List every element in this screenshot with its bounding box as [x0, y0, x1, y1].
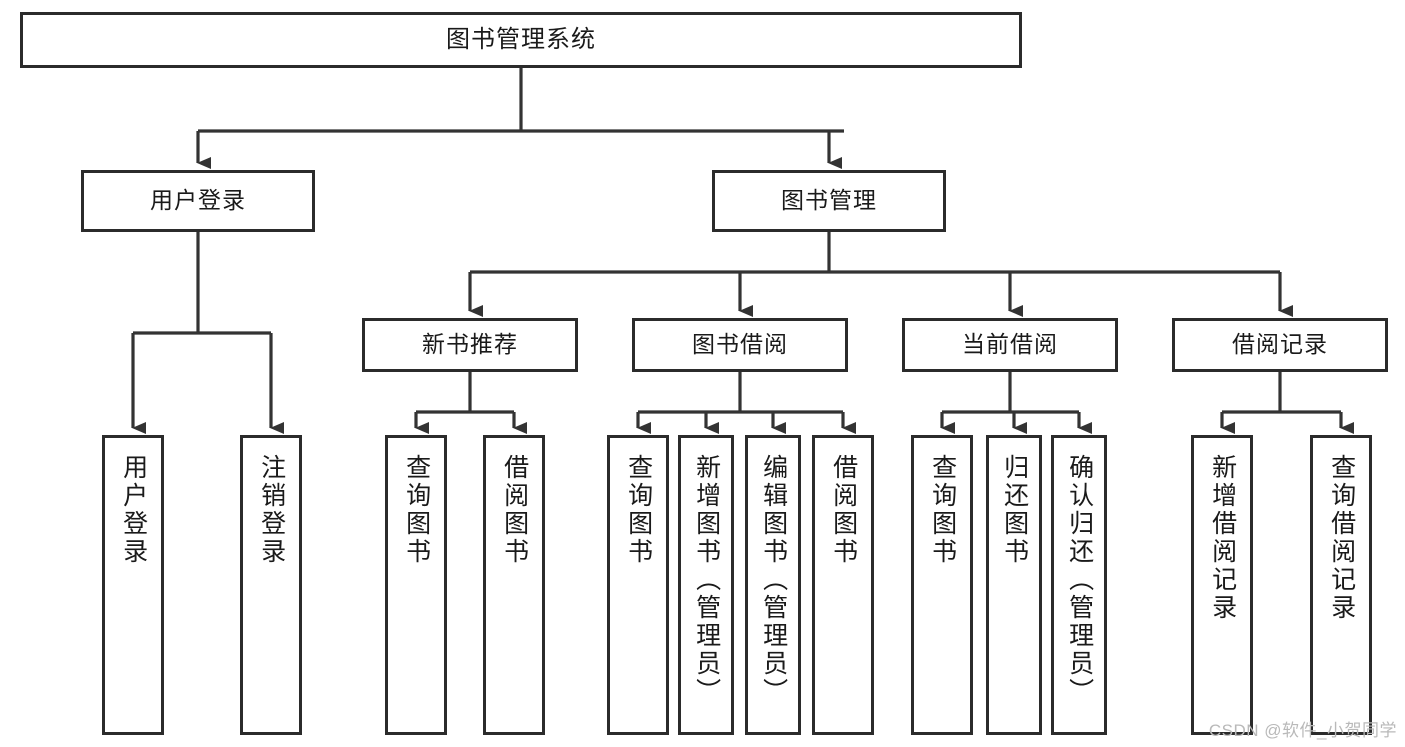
leaf-borrow-book-label: 借阅图书 [829, 454, 858, 566]
node-root-label: 图书管理系统 [446, 25, 596, 53]
leaf-borrow-book-newbook[interactable]: 借阅图书 [483, 435, 545, 735]
leaf-query-borrow-record-label: 查询借阅记录 [1327, 454, 1356, 622]
leaf-logout-label: 注销登录 [257, 454, 286, 566]
leaf-borrow-book-newbook-label: 借阅图书 [500, 454, 529, 566]
node-user-login[interactable]: 用户登录 [81, 170, 315, 232]
node-borrow-record[interactable]: 借阅记录 [1172, 318, 1388, 372]
leaf-query-book-newbook[interactable]: 查询图书 [385, 435, 447, 735]
node-book-borrow[interactable]: 图书借阅 [632, 318, 848, 372]
node-book-management-label: 图书管理 [781, 187, 877, 214]
leaf-edit-book-admin-label: 编辑图书（管理员） [759, 454, 788, 706]
node-book-management[interactable]: 图书管理 [712, 170, 946, 232]
leaf-edit-book-admin[interactable]: 编辑图书（管理员） [745, 435, 801, 735]
leaf-query-book-borrow[interactable]: 查询图书 [607, 435, 669, 735]
leaf-add-book-admin-label: 新增图书（管理员） [692, 454, 721, 706]
leaf-logout[interactable]: 注销登录 [240, 435, 302, 735]
leaf-add-borrow-record[interactable]: 新增借阅记录 [1191, 435, 1253, 735]
leaf-query-book-borrow-label: 查询图书 [624, 454, 653, 566]
leaf-query-book-current[interactable]: 查询图书 [911, 435, 973, 735]
node-root[interactable]: 图书管理系统 [20, 12, 1022, 68]
leaf-query-book-newbook-label: 查询图书 [402, 454, 431, 566]
leaf-borrow-book[interactable]: 借阅图书 [812, 435, 874, 735]
leaf-return-book[interactable]: 归还图书 [986, 435, 1042, 735]
leaf-confirm-return-admin[interactable]: 确认归还（管理员） [1051, 435, 1107, 735]
leaf-add-borrow-record-label: 新增借阅记录 [1208, 454, 1237, 622]
leaf-query-borrow-record[interactable]: 查询借阅记录 [1310, 435, 1372, 735]
node-current-borrow-label: 当前借阅 [962, 331, 1058, 358]
node-user-login-label: 用户登录 [150, 187, 246, 214]
leaf-user-login[interactable]: 用户登录 [102, 435, 164, 735]
leaf-query-book-current-label: 查询图书 [928, 454, 957, 566]
leaf-return-book-label: 归还图书 [1000, 454, 1029, 566]
leaf-add-book-admin[interactable]: 新增图书（管理员） [678, 435, 734, 735]
leaf-user-login-label: 用户登录 [119, 454, 148, 566]
node-new-book-recommend[interactable]: 新书推荐 [362, 318, 578, 372]
node-borrow-record-label: 借阅记录 [1232, 331, 1328, 358]
node-book-borrow-label: 图书借阅 [692, 331, 788, 358]
leaf-confirm-return-admin-label: 确认归还（管理员） [1065, 454, 1094, 706]
node-new-book-recommend-label: 新书推荐 [422, 331, 518, 358]
node-current-borrow[interactable]: 当前借阅 [902, 318, 1118, 372]
